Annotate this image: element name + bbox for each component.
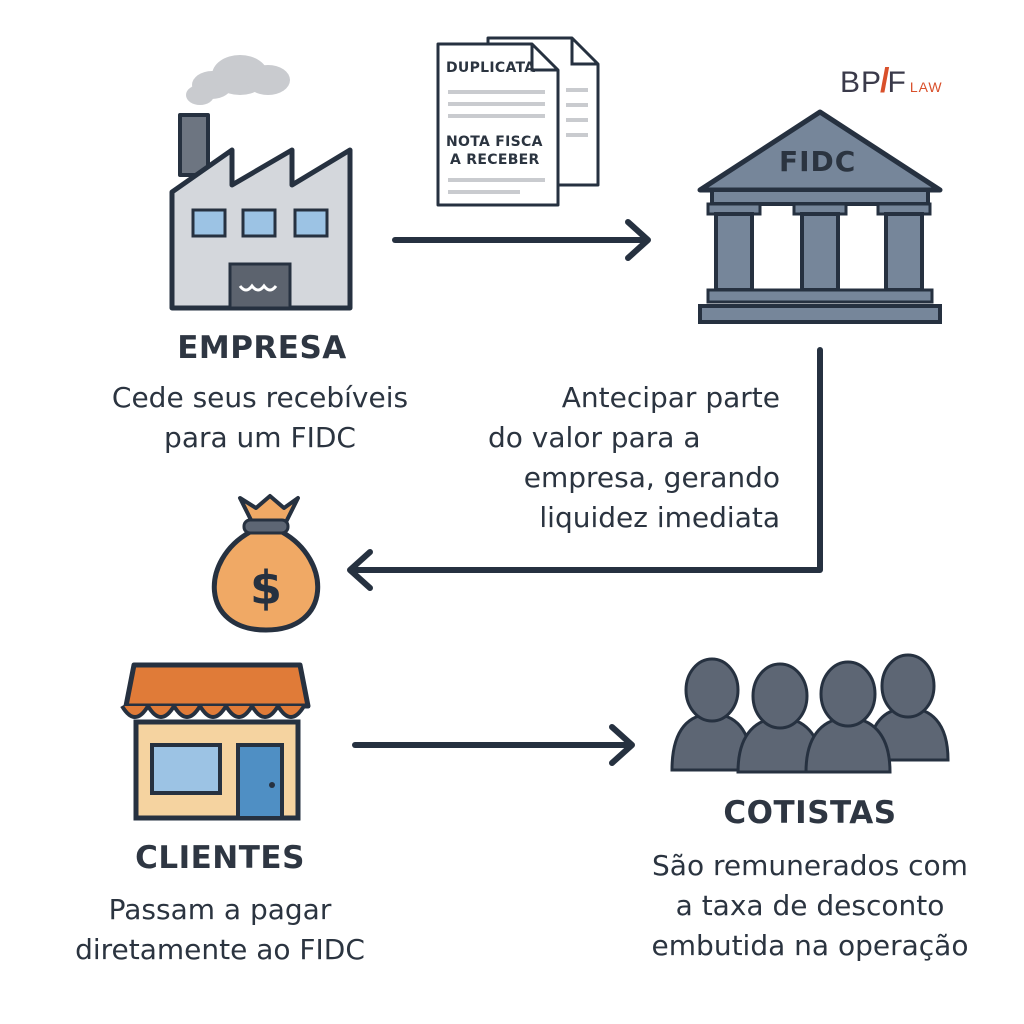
logo-law: LAW [909,79,943,95]
antecipar-line2: do valor para a [488,421,701,454]
logo-bp: BP [840,66,883,99]
antecipar-caption: Antecipar parte do valor para a empresa,… [470,378,780,538]
factory-icon [169,55,353,311]
arrow-fidc-to-money [347,347,823,591]
cotistas-caption-line1: São remunerados com [652,849,968,882]
logo-slash: / [880,62,890,100]
smoke-icon [186,55,290,105]
doc-label-duplicata: DUPLICATA [446,60,536,76]
shop-icon [120,662,311,821]
people-icon [670,653,950,774]
cotistas-title: COTISTAS [723,795,897,831]
logo-f: F [887,66,906,99]
cotistas-caption-line2: a taxa de desconto [675,889,945,922]
money-bag-icon: $ [212,494,320,633]
arrow-empresa-to-fidc [392,219,651,261]
documents-icon [436,36,600,207]
clientes-caption-line1: Passam a pagar [108,893,332,926]
empresa-caption: Cede seus recebíveis para um FIDC [80,378,440,458]
empresa-caption-line2: para um FIDC [164,421,356,454]
doc-label-a-receber: A RECEBER [450,152,540,168]
cotistas-caption-line3: embutida na operação [651,929,969,962]
antecipar-line3: empresa, gerando [523,461,780,494]
clientes-caption: Passam a pagar diretamente ao FIDC [40,890,400,970]
arrow-clientes-to-cotistas [352,724,635,766]
clientes-title: CLIENTES [135,840,305,876]
fidc-label: FIDC [779,145,857,178]
empresa-caption-line1: Cede seus recebíveis [111,381,409,414]
antecipar-line4: liquidez imediata [539,501,780,534]
antecipar-line1: Antecipar parte [561,381,780,414]
clientes-caption-line2: diretamente ao FIDC [75,933,365,966]
bank-icon [697,109,943,324]
cotistas-caption: São remunerados com a taxa de desconto e… [620,846,1000,966]
empresa-title: EMPRESA [177,330,347,366]
svg-text:$: $ [250,561,282,615]
doc-label-nota-fisca: NOTA FISCA [446,134,543,150]
